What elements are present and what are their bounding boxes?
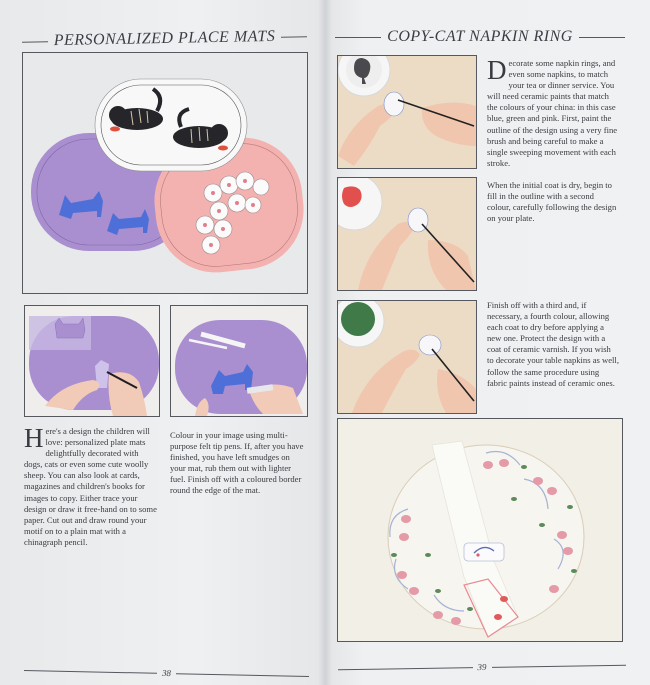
step-2-text: When the initial coat is dry, begin to f… bbox=[487, 180, 617, 224]
step-3-paragraph: Finish off with a third and, if necessar… bbox=[487, 300, 619, 389]
page-title: COPY-CAT NAPKIN RING bbox=[387, 28, 573, 45]
dropcap-h: H bbox=[24, 423, 44, 453]
page-number: 39 bbox=[477, 661, 487, 673]
header-rule bbox=[578, 36, 625, 38]
footer-rule bbox=[338, 666, 473, 670]
step-1-text: ecorate some napkin rings, and even some… bbox=[487, 58, 618, 168]
step-3-text: Finish off with a third and, if necessar… bbox=[487, 300, 619, 388]
intro-text: ere's a design the children will love: p… bbox=[24, 426, 157, 547]
book-gutter bbox=[318, 0, 332, 685]
tracing-design-photo bbox=[24, 305, 160, 417]
header-rule bbox=[335, 36, 382, 38]
finished-plate-and-napkin-photo bbox=[337, 418, 623, 642]
place-mats-photo bbox=[22, 52, 308, 294]
page-number: 38 bbox=[161, 667, 172, 679]
final-colour-photo bbox=[337, 300, 477, 414]
header-rule bbox=[22, 40, 48, 43]
step-1-paragraph: D ecorate some napkin rings, and even so… bbox=[487, 55, 619, 169]
right-page-header: COPY-CAT NAPKIN RING bbox=[335, 28, 625, 46]
colouring-paragraph: Colour in your image using multi-purpose… bbox=[170, 430, 306, 497]
footer-rule bbox=[175, 672, 309, 677]
footer-rule bbox=[24, 669, 158, 674]
step-2-paragraph: When the initial coat is dry, begin to f… bbox=[487, 180, 619, 224]
footer-rule bbox=[491, 664, 626, 668]
header-rule bbox=[281, 35, 307, 38]
outline-painting-photo bbox=[337, 55, 477, 169]
fill-colour-photo bbox=[337, 177, 477, 291]
dropcap-d: D bbox=[487, 55, 507, 85]
colouring-text: Colour in your image using multi-purpose… bbox=[170, 430, 304, 496]
colouring-design-photo bbox=[170, 305, 308, 417]
intro-paragraph: H ere's a design the children will love:… bbox=[24, 423, 158, 548]
